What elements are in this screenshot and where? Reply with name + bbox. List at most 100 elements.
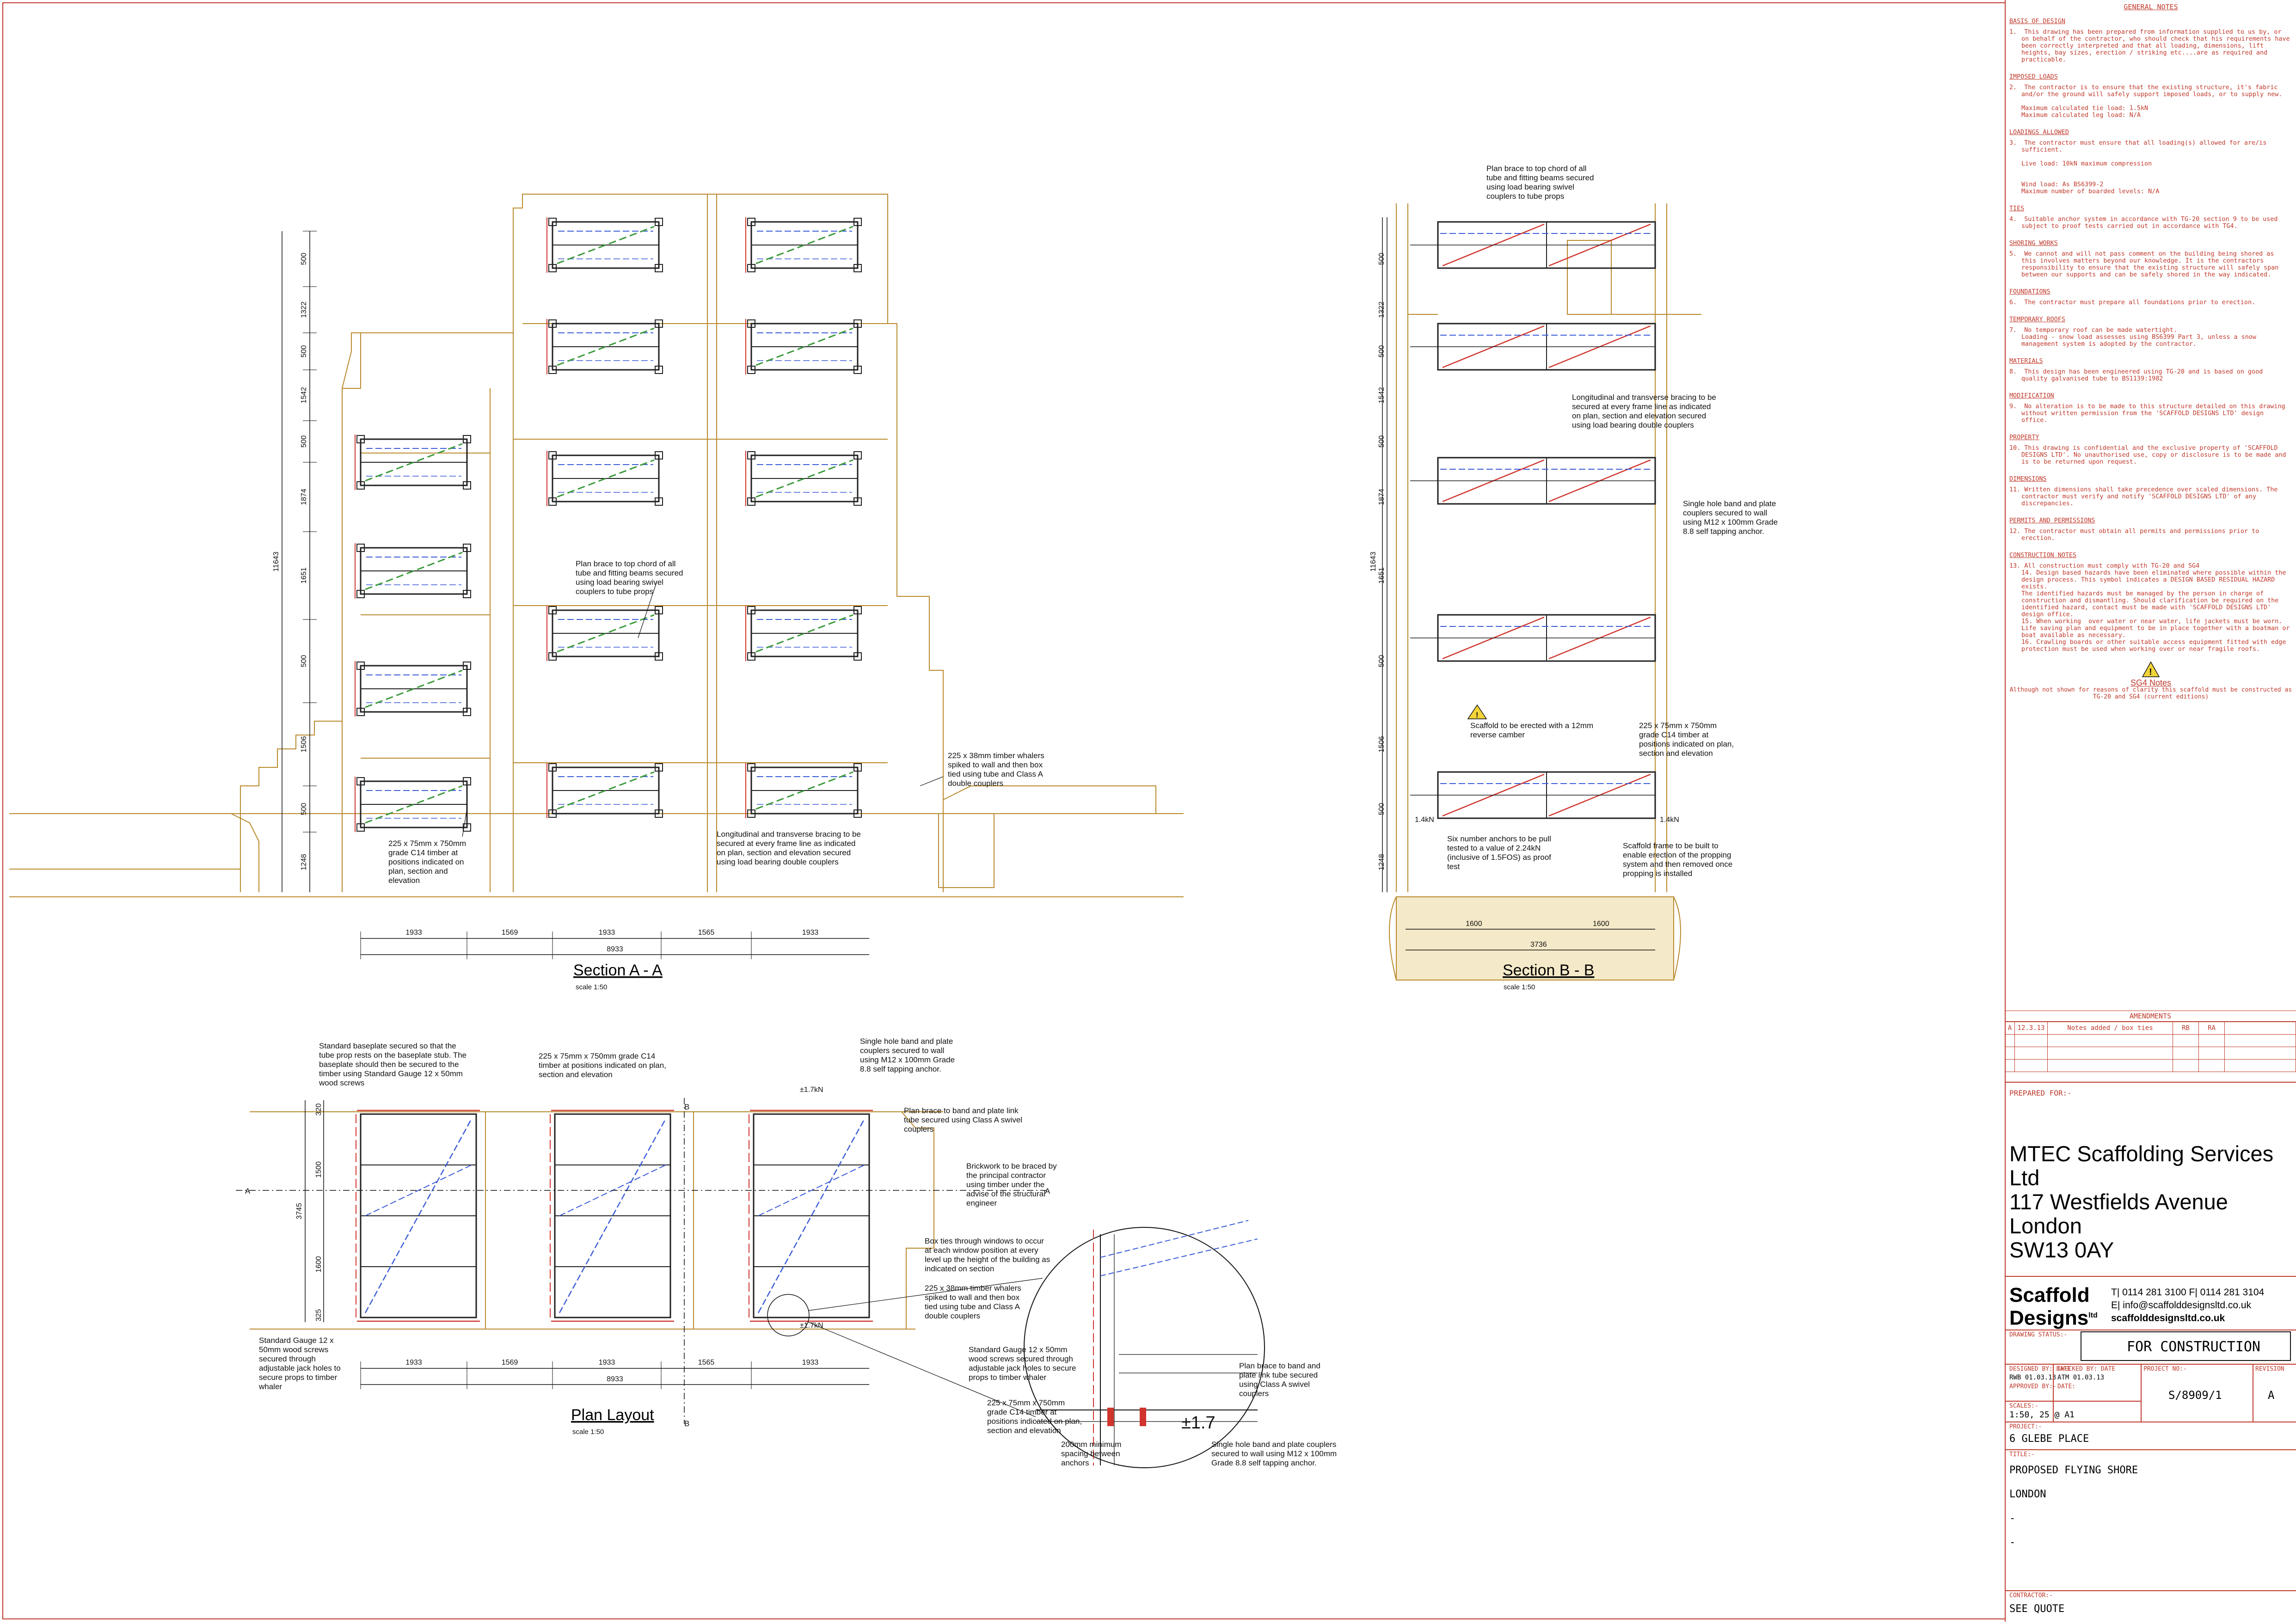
note-item: 12. The contractor must obtain all permi… bbox=[2009, 528, 2263, 542]
note-section-head: MATERIALS bbox=[2009, 358, 2043, 365]
logo-line1: Scaffold bbox=[2009, 1284, 2090, 1306]
dim-label: 500 bbox=[300, 253, 308, 265]
detail-load: ±1.7 bbox=[1181, 1413, 1216, 1433]
dim-label: 1651 bbox=[1378, 567, 1386, 584]
dim-label: 1506 bbox=[300, 736, 308, 753]
section-a-dimensions bbox=[282, 231, 869, 955]
roof-step bbox=[342, 332, 361, 389]
table-row bbox=[2005, 1034, 2296, 1047]
note-section-head: TIES bbox=[2009, 205, 2025, 212]
table-cell: Notes added / box ties bbox=[2047, 1022, 2173, 1035]
shoring-frame bbox=[1410, 323, 1656, 371]
dim-label: 1933 bbox=[599, 1359, 615, 1367]
section-a-dim-labels: 5001322500154250018741651500150650012481… bbox=[272, 231, 818, 959]
dim-label: 1569 bbox=[502, 1359, 518, 1367]
shoring-frame bbox=[745, 451, 862, 506]
hazard-icon: ! bbox=[2009, 661, 2292, 680]
dim-overall-height: 11643 bbox=[272, 552, 280, 571]
client-city: London bbox=[2009, 1213, 2082, 1238]
title-block bbox=[2005, 0, 2296, 1622]
plan-load-bottom: ±1.7kN bbox=[800, 1322, 823, 1330]
plan-shoring-frames bbox=[356, 1109, 873, 1322]
general-notes-title: GENERAL NOTES bbox=[2124, 3, 2178, 11]
section-b-elevation bbox=[1389, 203, 1701, 981]
client-name: MTEC Scaffolding Services Ltd bbox=[2009, 1141, 2274, 1190]
plan-load-top: ±1.7kN bbox=[800, 1086, 823, 1094]
note-section-head: BASIS OF DESIGN bbox=[2009, 18, 2065, 25]
contractor-label: CONTRACTOR:- bbox=[2009, 1592, 2053, 1599]
plan-frame bbox=[356, 1109, 480, 1322]
prepared-for-label: PREPARED FOR:- bbox=[2009, 1089, 2072, 1097]
company-email[interactable]: E| info@scaffolddesignsltd.co.uk bbox=[2111, 1300, 2252, 1311]
note-bracing-a: Longitudinal and transverse bracing to b… bbox=[717, 830, 861, 866]
section-b-shoring-frames bbox=[1410, 221, 1656, 819]
note-section-head: PROPERTY bbox=[2009, 434, 2039, 441]
shoring-frame bbox=[1410, 771, 1656, 819]
table-cell: A bbox=[2005, 1022, 2015, 1035]
svg-text:!: ! bbox=[1476, 711, 1478, 719]
checked-label: CHECKED BY: DATE bbox=[2057, 1366, 2116, 1373]
svg-text:!: ! bbox=[2149, 667, 2152, 677]
date-label: DATE: bbox=[2057, 1383, 2076, 1390]
dim-label: 500 bbox=[300, 655, 308, 668]
plan-title: Plan Layout bbox=[571, 1406, 654, 1424]
table-cell: RA bbox=[2198, 1022, 2225, 1035]
table-cell: RB bbox=[2173, 1022, 2199, 1035]
section-a-scale: scale 1:50 bbox=[576, 983, 607, 991]
dim-label: 1248 bbox=[1378, 854, 1386, 870]
amendments-table: AMENDMENTS A 12.3.13 Notes added / box t… bbox=[2005, 1011, 2296, 1072]
shoring-frame bbox=[546, 319, 663, 374]
dim-label: 1248 bbox=[300, 854, 308, 870]
dim-overall-height: 11643 bbox=[1369, 552, 1377, 571]
section-marker-a-left: A bbox=[245, 1187, 251, 1195]
section-b-title: Section B - B bbox=[1503, 962, 1594, 979]
project-no-label: PROJECT NO:- bbox=[2143, 1366, 2187, 1373]
amendments-title: AMENDMENTS bbox=[2005, 1011, 2296, 1022]
section-marker-a-right: A bbox=[1045, 1187, 1050, 1195]
shoring-frame bbox=[546, 451, 663, 506]
note-section-head: LOADINGS ALLOWED bbox=[2009, 129, 2069, 136]
plan-frame bbox=[749, 1109, 873, 1322]
dim-label: 1542 bbox=[300, 387, 308, 404]
note-item: 8. This design has been engineered using… bbox=[2009, 368, 2267, 382]
approved-label: APPROVED BY:- bbox=[2009, 1383, 2057, 1390]
note-section-head: IMPOSED LOADS bbox=[2009, 74, 2058, 80]
client-address: MTEC Scaffolding Services Ltd 117 Westfi… bbox=[2009, 1142, 2296, 1262]
plan-layout bbox=[250, 1111, 943, 1330]
client-postcode: SW13 0AY bbox=[2009, 1238, 2114, 1262]
note-section-head: PERMITS AND PERMISSIONS bbox=[2009, 517, 2095, 524]
dim-label: 1874 bbox=[300, 489, 308, 505]
table-row: A 12.3.13 Notes added / box ties RB RA bbox=[2005, 1022, 2296, 1035]
company-phone: T| 0114 281 3100 F| 0114 281 3104 bbox=[2111, 1287, 2265, 1298]
dim-overall-width: 8933 bbox=[607, 1375, 623, 1383]
company-website[interactable]: scaffolddesignsltd.co.uk bbox=[2111, 1313, 2225, 1324]
section-b-load-right: 1.4kN bbox=[1660, 816, 1679, 824]
dim-label: 320 bbox=[315, 1103, 323, 1116]
note-section-head: MODIFICATION bbox=[2009, 392, 2054, 399]
section-b-dimensions bbox=[1382, 217, 1655, 950]
dim-label: 500 bbox=[1378, 435, 1386, 448]
note-section-head: DIMENSIONS bbox=[2009, 476, 2047, 483]
